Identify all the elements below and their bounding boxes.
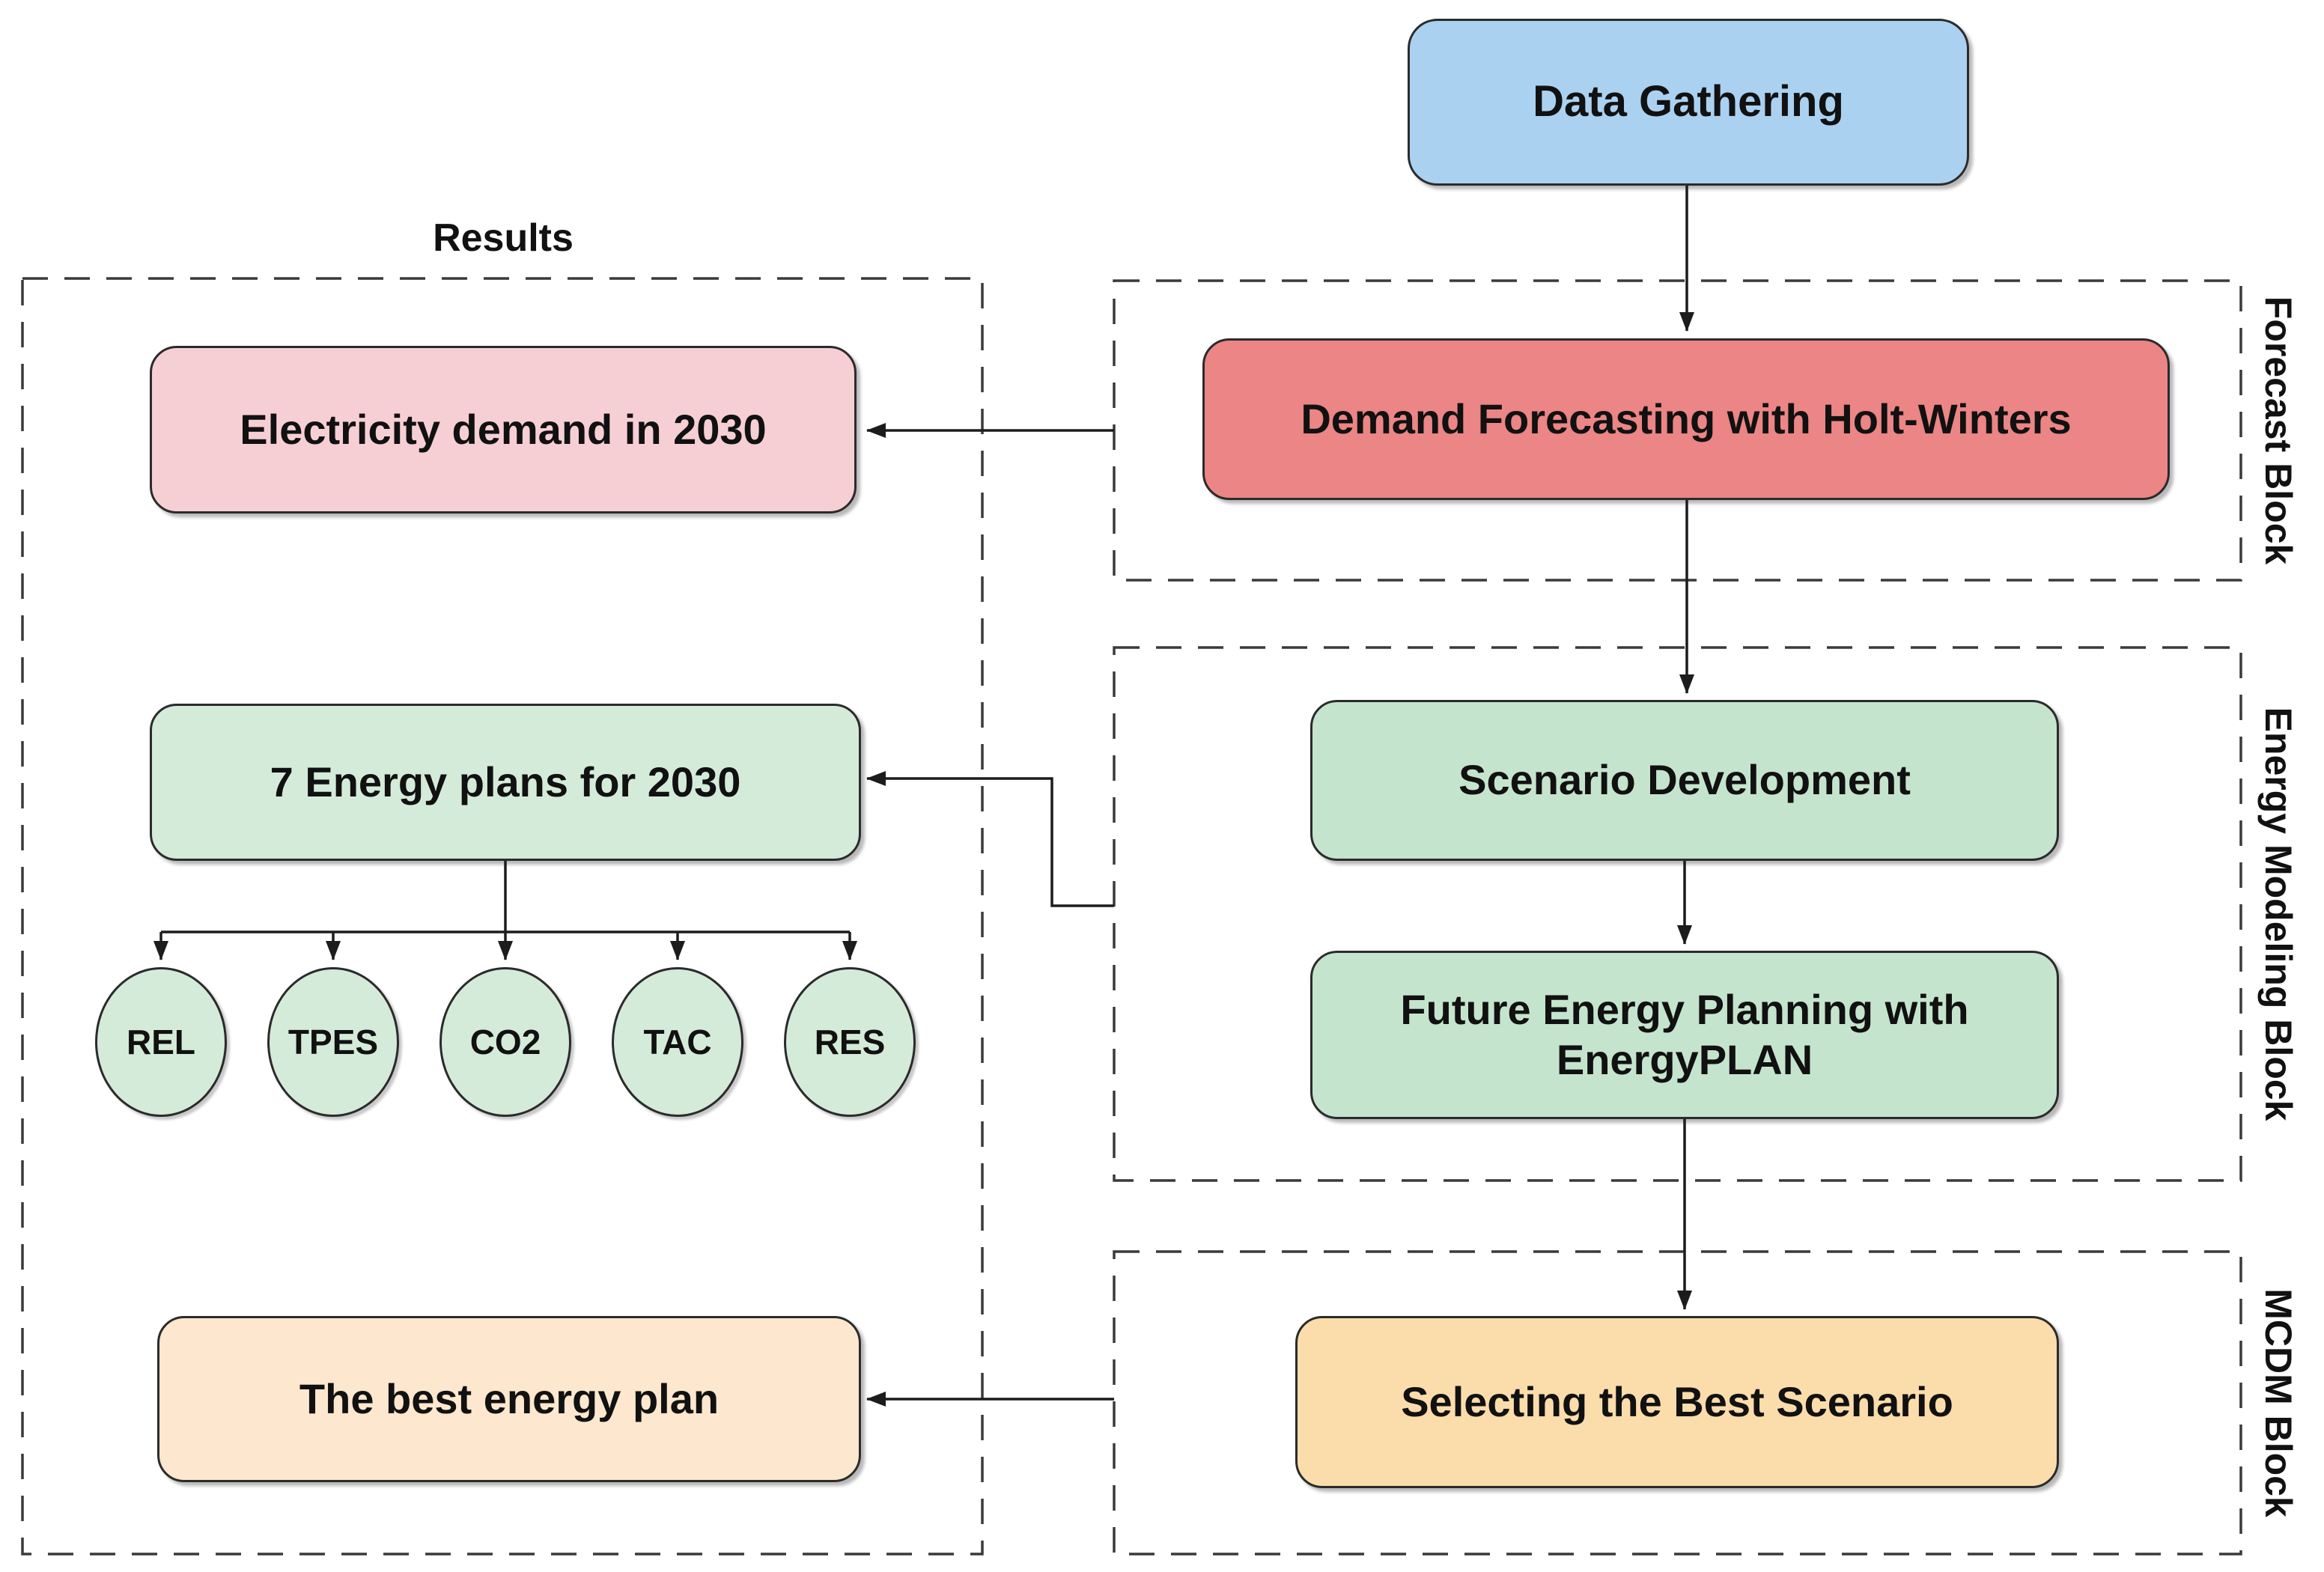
node-electricity-demand: Electricity demand in 2030: [150, 346, 857, 514]
node-scenario-development: Scenario Development: [1310, 700, 2059, 861]
criterion-ellipse-rel: REL: [95, 967, 227, 1117]
criterion-ellipse-tpes: TPES: [267, 967, 399, 1117]
node-best-energy-plan: The best energy plan: [157, 1316, 861, 1482]
node-demand-forecasting: Demand Forecasting with Holt-Winters: [1202, 338, 2170, 500]
node-selecting-best-scenario: Selecting the Best Scenario: [1295, 1316, 2059, 1488]
forecast-block-label: Forecast Block: [2257, 296, 2299, 565]
criterion-ellipse-res: RES: [784, 967, 916, 1117]
results-block-title: Results: [433, 216, 574, 260]
criterion-ellipse-tac: TAC: [612, 967, 743, 1117]
mcdm-block-label: MCDM Block: [2257, 1288, 2299, 1517]
node-future-energy-planning: Future Energy Planning with EnergyPLAN: [1310, 951, 2059, 1119]
arrow-to-energy-plans: [866, 771, 1114, 907]
node-energy-plans: 7 Energy plans for 2030: [150, 704, 861, 861]
criterion-ellipse-co2: CO2: [439, 967, 571, 1117]
node-data-gathering: Data Gathering: [1408, 19, 1969, 186]
energy-modeling-block-label: Energy Modeling Block: [2257, 707, 2299, 1121]
